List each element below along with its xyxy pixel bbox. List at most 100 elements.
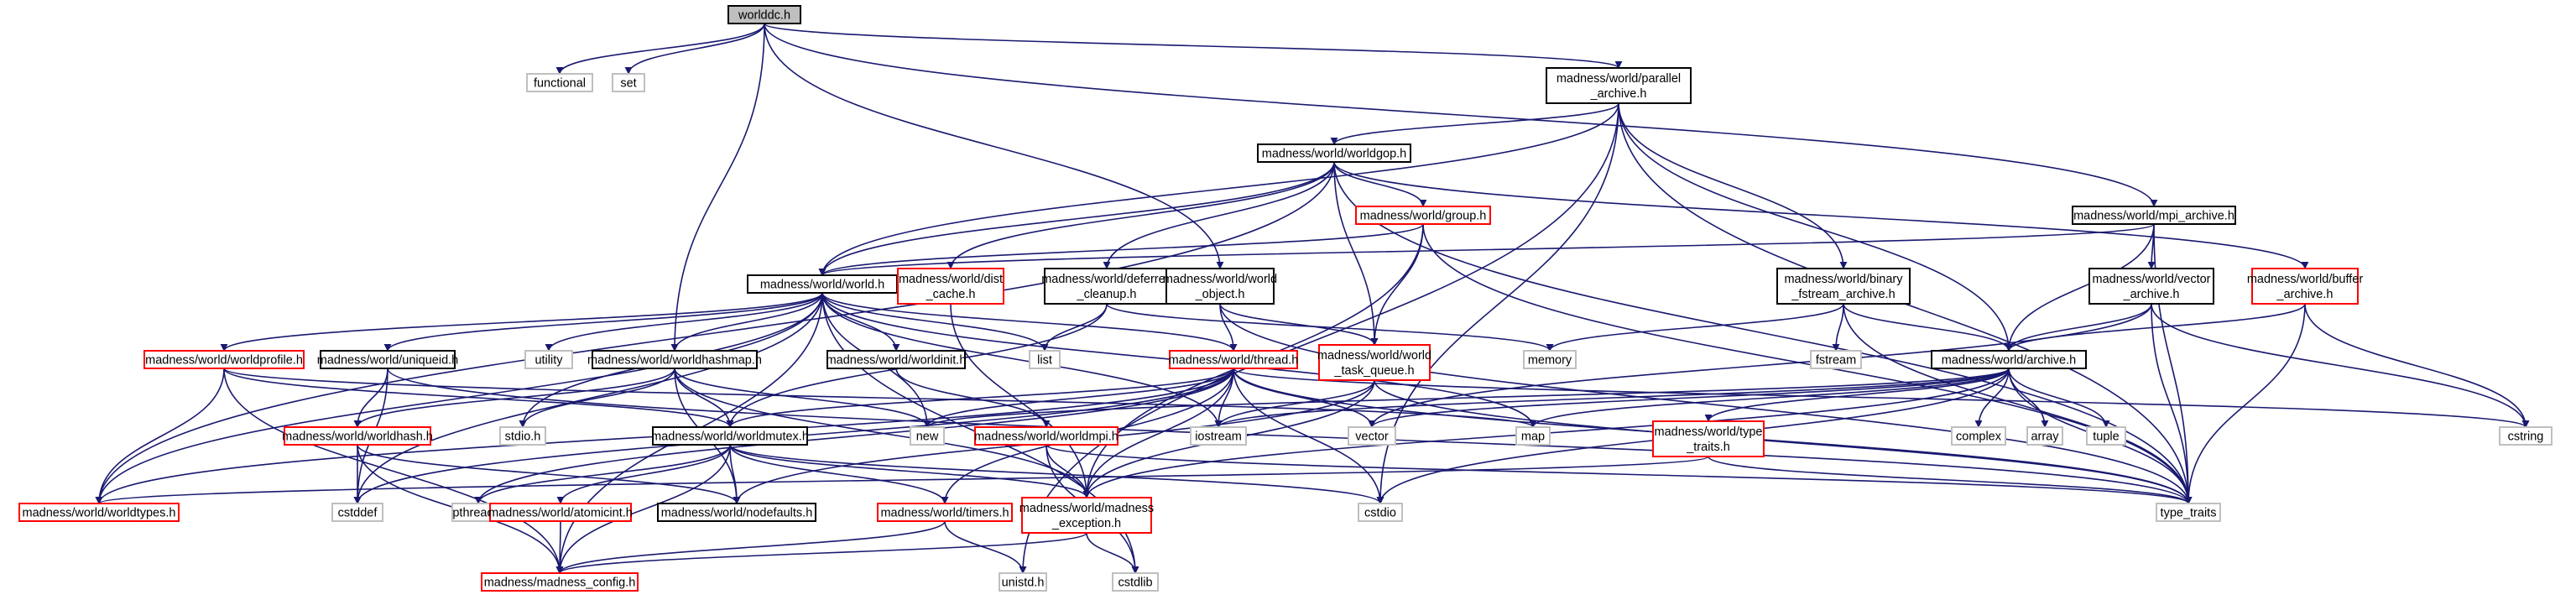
- node-label: map: [1521, 430, 1545, 444]
- node-vector[interactable]: vector: [1348, 426, 1396, 446]
- node-worlddc[interactable]: worlddc.h: [727, 5, 801, 24]
- node-label: madness/world/type: [1655, 425, 1763, 439]
- node-label: _archive.h: [1590, 87, 1647, 101]
- edge-vector_archive-to-archive: [2005, 303, 2152, 352]
- node-binary_fstream[interactable]: madness/world/binary_fstream_archive.h: [1776, 268, 1911, 305]
- node-new[interactable]: new: [910, 426, 945, 446]
- node-box: [910, 426, 945, 446]
- edge-madness_exception-to-cstdlib: [1086, 532, 1139, 574]
- edge-thread-to-pthread: [474, 368, 1234, 504]
- edge-parallel_archive-to-world: [818, 102, 1619, 276]
- node-worldgop[interactable]: madness/world/worldgop.h: [1257, 143, 1411, 163]
- node-label: fstream: [1816, 354, 1856, 368]
- node-cstdio[interactable]: cstdio: [1358, 503, 1403, 522]
- node-dist_cache[interactable]: madness/world/dist_cache.h: [897, 268, 1004, 305]
- node-label: utility: [534, 354, 563, 368]
- node-cstring[interactable]: cstring: [2499, 426, 2553, 446]
- node-vector_archive[interactable]: madness/world/vector_archive.h: [2088, 268, 2214, 305]
- edge-buffer_archive-to-cstring: [2304, 303, 2530, 428]
- node-worldmpi[interactable]: madness/world/worldmpi.h: [974, 426, 1119, 446]
- node-box: [1776, 268, 1911, 305]
- edge-deferred_cleanup-to-memory: [1106, 303, 1554, 352]
- node-box: [1523, 350, 1577, 369]
- node-complex[interactable]: complex: [1951, 426, 2006, 446]
- node-label: madness/world/uniqueid.h: [317, 354, 458, 368]
- node-archive[interactable]: madness/world/archive.h: [1931, 350, 2087, 369]
- node-utility[interactable]: utility: [524, 350, 573, 369]
- node-worldmutex[interactable]: madness/world/worldmutex.h: [651, 426, 809, 446]
- node-nodefaults[interactable]: madness/world/nodefaults.h: [657, 503, 816, 522]
- node-world_object[interactable]: madness/world/world_object.h: [1163, 268, 1277, 305]
- node-stdio_h[interactable]: stdio.h: [499, 426, 546, 446]
- node-type_traits[interactable]: type_traits: [2156, 503, 2221, 522]
- edge-vector_archive-to-type_traits: [2151, 303, 2193, 504]
- node-set[interactable]: set: [612, 73, 645, 92]
- node-mpi_archive[interactable]: madness/world/mpi_archive.h: [2072, 206, 2236, 225]
- node-box: [1318, 344, 1431, 381]
- edge-parallel_archive-to-archive: [1618, 102, 2013, 352]
- node-group[interactable]: madness/world/group.h: [1355, 206, 1491, 225]
- node-box: [1021, 497, 1152, 534]
- edge-type_traits_h-to-worldtypes: [96, 456, 1709, 504]
- edge-archive-to-map: [1529, 368, 2010, 428]
- edge-worldmutex-to-madness_exception: [729, 444, 1091, 498]
- node-label: cstddef: [338, 507, 378, 520]
- edge-type_traits_h-to-type_traits: [1708, 456, 2193, 504]
- edge-world_task_queue-to-iostream: [1214, 379, 1375, 428]
- node-worldhashmap[interactable]: madness/world/worldhashmap.h: [587, 350, 762, 369]
- node-array[interactable]: array: [2026, 426, 2063, 446]
- node-atomicint[interactable]: madness/world/atomicint.h: [488, 503, 633, 522]
- node-map[interactable]: map: [1515, 426, 1551, 446]
- node-functional[interactable]: functional: [526, 73, 593, 92]
- edge-binary_fstream-to-type_traits: [1843, 303, 2193, 504]
- edge-worlddc-to-parallel_archive: [764, 23, 1623, 69]
- node-timers[interactable]: madness/world/timers.h: [877, 503, 1013, 522]
- node-unistd[interactable]: unistd.h: [999, 572, 1047, 592]
- node-box: [2251, 268, 2359, 305]
- node-label: madness/world/world.h: [760, 279, 884, 292]
- node-type_traits_h[interactable]: madness/world/type_traits.h: [1652, 420, 1765, 457]
- node-label: set: [620, 77, 636, 91]
- node-world_task_queue[interactable]: madness/world/world_task_queue.h: [1317, 344, 1431, 381]
- edge-worldhashmap-to-worldhash: [353, 368, 675, 428]
- node-tuple[interactable]: tuple: [2086, 426, 2126, 446]
- node-label: _cleanup.h: [1077, 288, 1137, 301]
- node-buffer_archive[interactable]: madness/world/buffer_archive.h: [2247, 268, 2364, 305]
- node-box: [1951, 426, 2006, 446]
- node-iostream[interactable]: iostream: [1190, 426, 1247, 446]
- node-uniqueid[interactable]: madness/world/uniqueid.h: [317, 350, 458, 369]
- node-madness_exception[interactable]: madness/world/madness_exception.h: [1019, 497, 1154, 534]
- node-parallel_archive[interactable]: madness/world/parallel_archive.h: [1546, 67, 1692, 104]
- node-worldtypes[interactable]: madness/world/worldtypes.h: [18, 503, 180, 522]
- node-label: madness/world/parallel: [1557, 72, 1681, 86]
- edge-worldgop-to-world_task_queue: [1333, 161, 1379, 346]
- node-worldprofile[interactable]: madness/world/worldprofile.h: [143, 350, 305, 369]
- node-box: [2072, 206, 2236, 225]
- node-box: [143, 350, 305, 369]
- node-label: madness/world/world: [1317, 349, 1431, 363]
- edge-world-to-worldtypes: [95, 292, 823, 504]
- node-label: madness/world/mpi_archive.h: [2073, 210, 2234, 223]
- node-fstream[interactable]: fstream: [1810, 350, 1862, 369]
- node-deferred_cleanup[interactable]: madness/world/deferred_cleanup.h: [1041, 268, 1172, 305]
- node-label: array: [2031, 430, 2059, 444]
- node-cstddef[interactable]: cstddef: [331, 503, 383, 522]
- dependency-nodes: worlddc.h functional set madness/world/para…: [18, 5, 2553, 592]
- node-box: [1546, 67, 1692, 104]
- node-label: madness/world/worldprofile.h: [145, 354, 303, 368]
- node-worldhash[interactable]: madness/world/worldhash.h: [282, 426, 433, 446]
- node-label: stdio.h: [505, 430, 541, 444]
- node-worldinit[interactable]: madness/world/worldinit.h: [827, 350, 967, 369]
- edge-world_object-to-world_task_queue: [1219, 303, 1379, 346]
- node-madness_config[interactable]: madness/madness_config.h: [481, 572, 639, 592]
- node-label: memory: [1528, 354, 1572, 368]
- node-memory[interactable]: memory: [1523, 350, 1577, 369]
- node-box: [1348, 426, 1396, 446]
- node-list[interactable]: list: [1029, 350, 1061, 369]
- edge-archive-to-vector: [1368, 368, 2010, 428]
- node-box: [2088, 268, 2214, 305]
- node-thread[interactable]: madness/world/thread.h: [1169, 350, 1299, 369]
- node-world[interactable]: madness/world/world.h: [747, 274, 898, 294]
- node-cstdlib[interactable]: cstdlib: [1112, 572, 1159, 592]
